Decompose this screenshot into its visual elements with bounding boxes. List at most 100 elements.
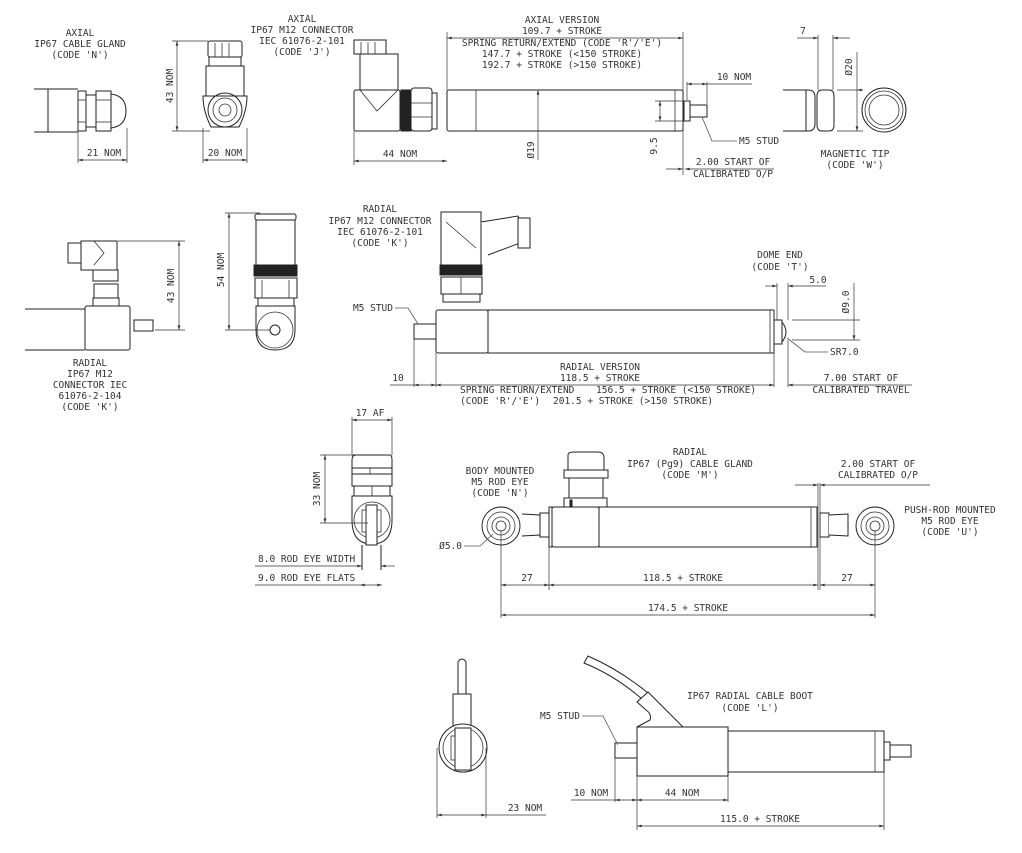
dim-rod: 9.5: [649, 137, 660, 154]
label-code: (CODE 'W'): [826, 160, 883, 171]
label-start-1: 2.00 START OF: [841, 459, 916, 470]
dim-stud: 10: [392, 373, 404, 384]
rod-eye-body-part: [481, 451, 895, 548]
label-spring-long: 192.7 + STROKE (>150 STROKE): [482, 60, 642, 71]
label-title: MAGNETIC TIP: [821, 149, 890, 160]
label-code: (CODE 'J'): [273, 47, 330, 58]
label-start-2: CALIBRATED O/P: [693, 169, 773, 180]
radial-m12-104-part: [25, 240, 154, 351]
dim-tip-diameter: Ø20: [844, 58, 855, 75]
label-desc: IP67 M12: [67, 369, 113, 380]
label-push-title: PUSH-ROD MOUNTED: [904, 505, 996, 516]
dim-m12-height: 43 NOM: [165, 69, 176, 104]
dim-stud: 10 NOM: [574, 788, 609, 799]
label-body-title: BODY MOUNTED: [466, 466, 535, 477]
label-start-1: 2.00 START OF: [696, 157, 771, 168]
label-desc: IP67 M12 CONNECTOR: [251, 25, 354, 36]
dim-height: 43 NOM: [166, 269, 177, 304]
label-body-desc: M5 ROD EYE: [471, 477, 528, 488]
label-title: AXIAL: [66, 28, 95, 39]
label-body-code: (CODE 'N'): [471, 488, 528, 499]
dim-hole: Ø5.0: [439, 541, 462, 552]
label-desc-2: CONNECTOR IEC: [53, 380, 127, 391]
label-title-radial: RADIAL VERSION: [560, 362, 640, 373]
label-gland-desc: IP67 (Pg9) CABLE GLAND: [627, 459, 753, 470]
label-length: 109.7 + STROKE: [522, 26, 602, 37]
view-rod-eye-version: BODY MOUNTED M5 ROD EYE (CODE 'N') RADIA…: [439, 447, 996, 618]
label-title: AXIAL VERSION: [525, 15, 600, 26]
dim-gland-width: 21 NOM: [87, 148, 122, 159]
label-dome-code: (CODE 'T'): [751, 262, 808, 273]
dim-tip-length: 7: [800, 26, 806, 37]
label-start-2: CALIBRATED O/P: [838, 470, 918, 481]
view-radial-m12-end: 54 NOM: [216, 212, 298, 351]
gland-part: [34, 88, 127, 133]
label-push-code: (CODE 'U'): [921, 527, 978, 538]
label-sr: SR7.0: [830, 347, 859, 358]
axial-body-part: [353, 39, 708, 132]
label-code: (CODE 'K'): [351, 238, 408, 249]
dim-total: 174.5 + STROKE: [648, 603, 728, 614]
dim-body-diameter: Ø19: [526, 141, 537, 158]
radial-m12-end-part: [253, 213, 298, 351]
label-gland-title: RADIAL: [673, 447, 708, 458]
label-push-desc: M5 ROD EYE: [921, 516, 978, 527]
dim-af: 17 AF: [356, 408, 385, 419]
dim-height: 54 NOM: [216, 253, 227, 288]
label-desc: IP67 M12 CONNECTOR: [329, 216, 432, 227]
view-radial-version: RADIAL IP67 M12 CONNECTOR IEC 61076-2-10…: [329, 204, 912, 407]
magnetic-tip-part: [783, 87, 907, 133]
dim-width: 23 NOM: [508, 803, 543, 814]
label-dome-title: DOME END: [757, 250, 803, 261]
rod-eye-end-part: [351, 454, 393, 570]
label-title: RADIAL: [363, 204, 398, 215]
view-cable-boot-version: IP67 RADIAL CABLE BOOT (CODE 'L') M5 STU…: [540, 655, 912, 830]
view-cable-boot-end: 23 NOM: [436, 658, 546, 818]
label-start-2: CALIBRATED TRAVEL: [812, 385, 910, 396]
label-std: 61076-2-104: [59, 391, 122, 402]
cable-boot-end-part: [438, 658, 488, 773]
label-gland-code: (CODE 'M'): [661, 470, 718, 481]
label-eye-flats: 9.0 ROD EYE FLATS: [258, 573, 356, 584]
label-code: (CODE 'L'): [721, 703, 778, 714]
view-axial-m12-connector: AXIAL IP67 M12 CONNECTOR IEC 61076-2-101…: [165, 14, 354, 163]
label-eye-width: 8.0 ROD EYE WIDTH: [258, 554, 356, 565]
radial-body-part: [413, 211, 787, 354]
label-std: IEC 61076-2-101: [259, 36, 345, 47]
label-stud: M5 STUD: [353, 303, 393, 314]
label-spring: SPRING RETURN/EXTEND (CODE 'R'/'E'): [462, 38, 662, 49]
label-length: 118.5 + STROKE: [560, 373, 640, 384]
label-spring-short: 156.5 + STROKE (<150 STROKE): [596, 385, 756, 396]
dim-height: 33 NOM: [312, 472, 323, 507]
dim-m12-width: 20 NOM: [208, 148, 243, 159]
label-start-1: 7.00 START OF: [824, 373, 899, 384]
label-spring-2: (CODE 'R'/'E'): [460, 396, 540, 407]
label-title: IP67 RADIAL CABLE BOOT: [687, 691, 813, 702]
dim-total: 115.0 + STROKE: [720, 814, 800, 825]
view-radial-m12-104: 43 NOM RADIAL IP67 M12 CONNECTOR IEC 610…: [25, 240, 185, 413]
label-stud: M5 STUD: [739, 136, 779, 147]
label-spring-1: SPRING RETURN/EXTEND: [460, 385, 575, 396]
label-title: AXIAL: [288, 14, 317, 25]
view-magnetic-tip: 7 Ø20 MAGNETIC TIP (CODE 'W'): [783, 26, 907, 171]
label-title: RADIAL: [73, 358, 108, 369]
dim-dome-length: 5.0: [809, 275, 826, 286]
label-code: (CODE 'N'): [51, 50, 108, 61]
dim-right: 27: [841, 573, 852, 584]
label-spring-short: 147.7 + STROKE (<150 STROKE): [482, 49, 642, 60]
dim-left: 27: [521, 573, 532, 584]
m12-connector-part: [202, 40, 248, 128]
view-axial-version: AXIAL VERSION 109.7 + STROKE SPRING RETU…: [353, 15, 779, 180]
label-code: (CODE 'K'): [61, 402, 118, 413]
label-desc: IP67 CABLE GLAND: [34, 39, 126, 50]
dim-dome-diameter: Ø9.0: [841, 290, 852, 313]
label-std: IEC 61076-2-101: [337, 227, 423, 238]
view-rod-eye-end: 17 AF 33 NOM 8.0 ROD EYE WIDTH 9.0 ROD E…: [255, 408, 395, 587]
label-spring-long: 201.5 + STROKE (>150 STROKE): [553, 396, 713, 407]
view-axial-cable-gland: AXIAL IP67 CABLE GLAND (CODE 'N') 21 NOM: [34, 28, 128, 163]
label-stud: M5 STUD: [540, 711, 580, 722]
dim-body: 44 NOM: [665, 788, 700, 799]
dim-stud-length: 10 NOM: [717, 72, 752, 83]
dim-connector-length: 44 NOM: [383, 149, 418, 160]
